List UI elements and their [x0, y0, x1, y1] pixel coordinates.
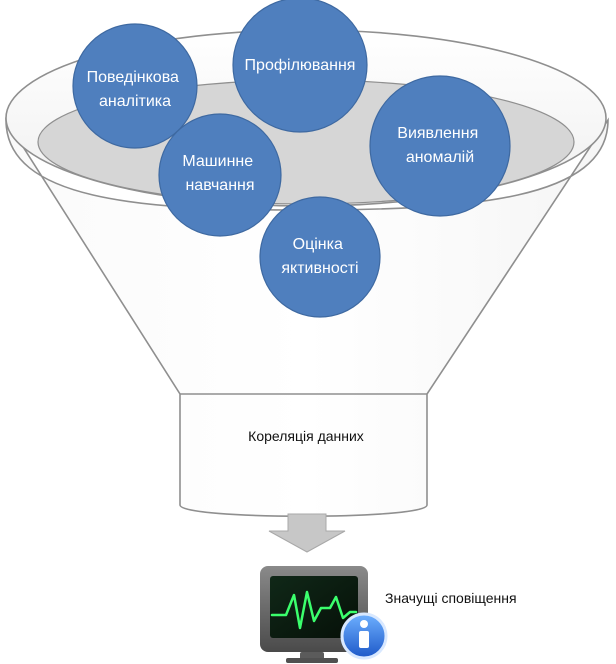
svg-text:Оцінка яктивності: Оцінка яктивності	[281, 236, 358, 277]
svg-text:Профілювання: Профілювання	[245, 57, 356, 74]
bubble-machine-learning-line-1: Машинне	[182, 153, 253, 170]
monitor-icon	[260, 566, 368, 663]
funnel-bottom-label: Кореляція данних	[248, 428, 364, 444]
bubble-anomaly-detection-line-1: Виявлення	[397, 125, 478, 142]
bubble-activity-assessment-line-2: яктивності	[281, 260, 358, 277]
alert-label: Значущі сповіщення	[385, 590, 517, 606]
bubble-behavioral-analytics: Поведінкова аналітика	[72, 23, 198, 149]
bubble-profiling: Профілювання	[232, 0, 368, 133]
bubble-activity-assessment: Оцінка яктивності	[259, 196, 381, 318]
down-arrow-icon	[268, 513, 346, 553]
bubble-machine-learning-line-2: навчання	[185, 177, 254, 194]
bubble-behavioral-analytics-line-1: Поведінкова	[87, 69, 179, 86]
bubble-anomaly-detection-line-2: аномалій	[406, 149, 474, 166]
svg-text:Виявлення аномалій: Виявлення аномалій	[397, 125, 482, 166]
bubble-anomaly-detection: Виявлення аномалій	[369, 75, 511, 217]
bubble-activity-assessment-line-1: Оцінка	[293, 236, 343, 253]
bubble-machine-learning: Машинне навчання	[158, 113, 282, 237]
info-icon	[340, 612, 388, 660]
svg-text:Поведінкова аналітика: Поведінкова аналітика	[87, 69, 184, 110]
svg-text:Машинне навчання: Машинне навчання	[182, 153, 257, 194]
bubble-profiling-line-1: Профілювання	[245, 57, 356, 74]
bubble-behavioral-analytics-line-2: аналітика	[99, 93, 171, 110]
